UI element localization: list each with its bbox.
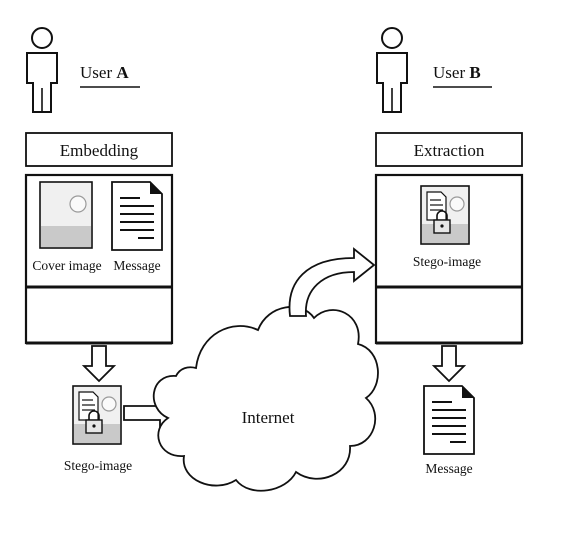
down-arrow-left	[81, 345, 117, 383]
extracted-message-doc-icon	[423, 385, 475, 455]
internet-label: Internet	[242, 408, 295, 427]
embedding-title: Embedding	[60, 141, 139, 160]
embedding-header	[25, 132, 173, 167]
extraction-title: Extraction	[414, 141, 485, 160]
user-a-figure-icon	[26, 27, 58, 113]
cover-image-label: Cover image	[32, 258, 101, 273]
stego-image-label-right: Stego-image	[413, 254, 481, 269]
message-doc-icon	[111, 181, 163, 251]
user-a-label: User A	[80, 63, 129, 82]
curved-arrow-to-extraction	[288, 247, 376, 317]
message-label: Message	[113, 258, 160, 273]
stego-image-icon-left	[72, 385, 122, 445]
internet-cloud-icon	[152, 306, 379, 492]
down-arrow-right	[431, 345, 467, 383]
stego-image-label-left: Stego-image	[64, 458, 132, 473]
stego-image-icon-right	[420, 185, 470, 245]
extraction-header	[375, 132, 523, 167]
user-b-figure-icon	[376, 27, 408, 113]
cover-image-icon	[39, 181, 93, 249]
user-b-label: User B	[433, 63, 481, 82]
extracted-message-label: Message	[425, 461, 472, 476]
